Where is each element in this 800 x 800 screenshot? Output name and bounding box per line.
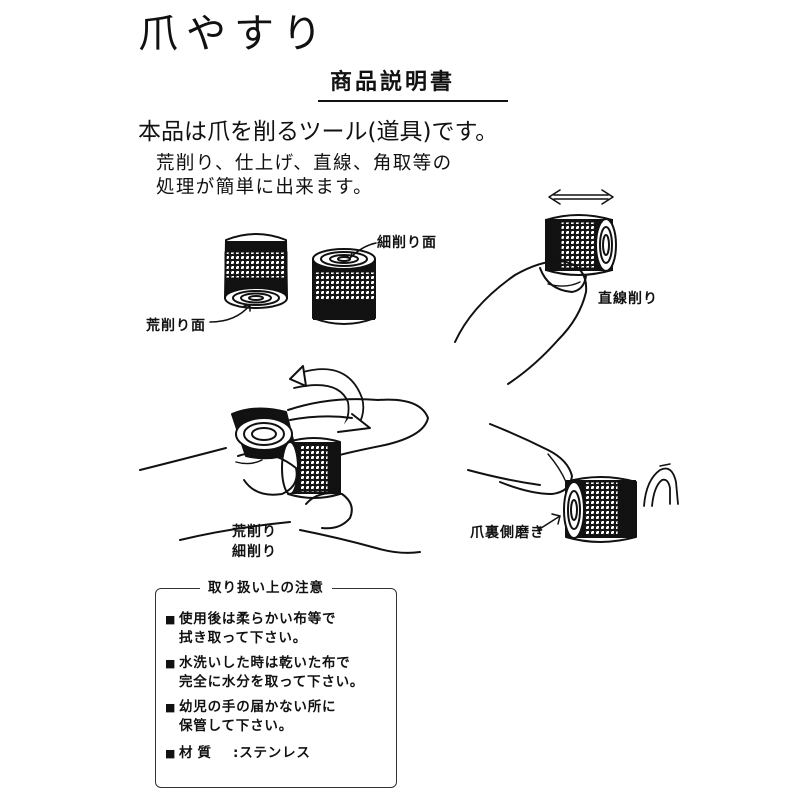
bullet-icon: ■	[165, 657, 177, 670]
rough-surface-label: 荒削り面	[146, 318, 206, 334]
nail-underside-drawing	[467, 423, 679, 543]
precaution-item: ■幼児の手の届かない所に 保管して下さい。	[165, 698, 336, 735]
precaution-text: 使用後は柔らかい布等で	[179, 611, 337, 627]
bullet-icon: ■	[165, 747, 177, 760]
rough-fine-label: 荒削り 細削り	[232, 522, 277, 562]
precaution-item: ■水洗いした時は乾いた布で 完全に水分を取って下さい。	[165, 654, 364, 691]
subtitle-underline	[318, 100, 508, 102]
precautions-title: 取り扱い上の注意	[200, 579, 332, 597]
precaution-text: 完全に水分を取って下さい。	[179, 674, 365, 690]
rough-filing-label: 荒削り	[232, 524, 277, 540]
straight-filing-label: 直線削り	[598, 291, 658, 307]
nail-underside-label: 爪裏側磨き	[470, 525, 545, 541]
material-value: ステンレス	[239, 745, 311, 761]
material-item: ■材質:ステンレス	[165, 744, 311, 763]
description-line: 荒削り、仕上げ、直線、角取等の	[156, 153, 453, 174]
document-subtitle: 商品説明書	[330, 70, 456, 95]
precaution-text: 水洗いした時は乾いた布で	[179, 655, 351, 671]
fine-filing-label: 細削り	[232, 544, 277, 560]
precaution-text: 保管して下さい。	[179, 718, 293, 734]
rough-fine-filing-drawing	[139, 365, 429, 554]
bullet-icon: ■	[165, 613, 177, 626]
fine-surface-label: 細削り面	[377, 235, 437, 251]
bullet-icon: ■	[165, 701, 177, 714]
page-title: 爪やすり	[138, 11, 330, 57]
precaution-text: 拭き取って下さい。	[179, 630, 308, 646]
file-rough-side-drawing	[224, 233, 288, 309]
material-separator: :	[233, 745, 240, 761]
precaution-text: 幼児の手の届かない所に	[179, 699, 337, 715]
file-fine-side-drawing	[312, 248, 376, 325]
description-line: 処理が簡単に出来ます。	[156, 177, 374, 198]
intro-text: 本品は爪を削るツール(道具)です。	[138, 119, 499, 145]
description-text: 荒削り、仕上げ、直線、角取等の 処理が簡単に出来ます。	[156, 152, 452, 200]
straight-filing-drawing	[454, 189, 617, 385]
precaution-item: ■使用後は柔らかい布等で 拭き取って下さい。	[165, 610, 336, 647]
material-label: 材質	[179, 745, 216, 761]
